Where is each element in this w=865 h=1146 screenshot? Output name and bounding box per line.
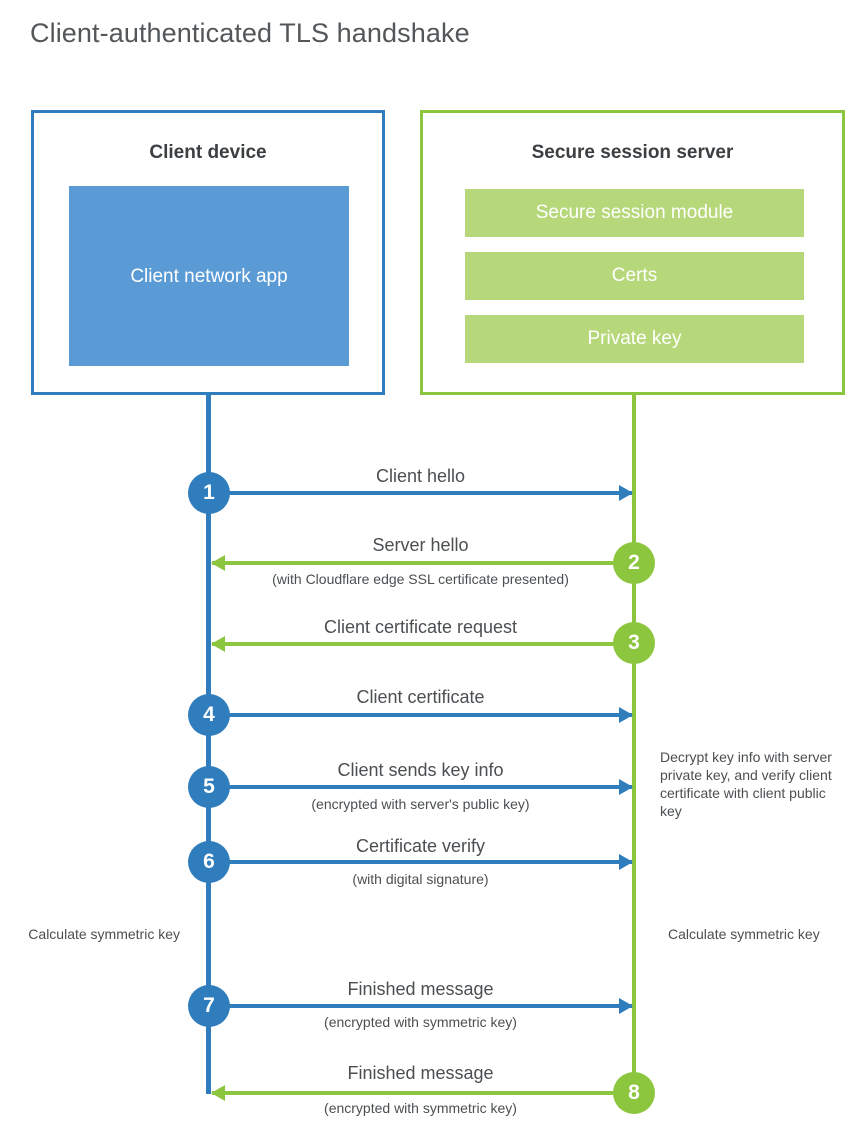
page-title: Client-authenticated TLS handshake [30, 18, 470, 48]
step-2-circle[interactable]: 2 [613, 542, 655, 584]
arrow-head-left-icon [211, 555, 225, 571]
step-7-arrow [209, 998, 633, 1014]
step-2-arrow [211, 555, 632, 571]
client-lifeline [206, 394, 211, 1094]
server-lifeline [632, 394, 636, 1093]
step-5-circle[interactable]: 5 [188, 766, 230, 808]
client-network-app-box: Client network app [69, 186, 349, 366]
step-2-label: Server hello [372, 535, 469, 555]
step-7-label: Finished message [347, 979, 494, 999]
step-8-circle[interactable]: 8 [613, 1072, 655, 1114]
arrow-head-right-icon [619, 854, 633, 870]
step-3-circle[interactable]: 3 [613, 622, 655, 664]
client-calculate-note: Calculate symmetric key [28, 926, 180, 942]
arrow-head-left-icon [211, 1085, 225, 1101]
step-5-arrow [209, 779, 633, 795]
step-4-label: Client certificate [356, 687, 485, 707]
server-component-secure-session-module: Secure session module [465, 189, 804, 237]
step-8-label: Finished message [347, 1063, 494, 1083]
step-4-arrow [209, 707, 633, 723]
step-2-sublabel: (with Cloudflare edge SSL certificate pr… [272, 571, 569, 587]
server-decrypt-note: Decrypt key info with server private key… [660, 749, 832, 819]
server-calculate-note: Calculate symmetric key [668, 926, 820, 942]
arrow-head-right-icon [619, 998, 633, 1014]
arrow-head-right-icon [619, 485, 633, 501]
step-3-label: Client certificate request [323, 617, 518, 637]
step-8-arrow [211, 1085, 632, 1101]
step-6-label: Certificate verify [355, 836, 486, 856]
step-6-sublabel: (with digital signature) [352, 871, 489, 887]
step-3-arrow [211, 636, 632, 652]
server-component-certs: Certs [465, 252, 804, 300]
step-6-circle[interactable]: 6 [188, 841, 230, 883]
step-7-sublabel: (encrypted with symmetric key) [324, 1014, 517, 1030]
client-device-box: Client device Client network app [31, 110, 385, 395]
secure-session-server-box: Secure session server Secure session mod… [420, 110, 845, 395]
step-6-arrow [209, 854, 633, 870]
secure-session-server-title: Secure session server [531, 142, 734, 163]
arrow-head-right-icon [619, 707, 633, 723]
step-1-circle[interactable]: 1 [188, 472, 230, 514]
step-1-label: Client hello [375, 466, 466, 486]
step-8-sublabel: (encrypted with symmetric key) [324, 1100, 517, 1116]
arrow-head-left-icon [211, 636, 225, 652]
client-device-title: Client device [149, 142, 267, 163]
arrow-head-right-icon [619, 779, 633, 795]
step-1-arrow [209, 485, 633, 501]
server-component-private-key: Private key [465, 315, 804, 363]
step-4-circle[interactable]: 4 [188, 694, 230, 736]
step-5-sublabel: (encrypted with server's public key) [311, 796, 530, 812]
step-5-label: Client sends key info [337, 760, 504, 780]
step-7-circle[interactable]: 7 [188, 985, 230, 1027]
